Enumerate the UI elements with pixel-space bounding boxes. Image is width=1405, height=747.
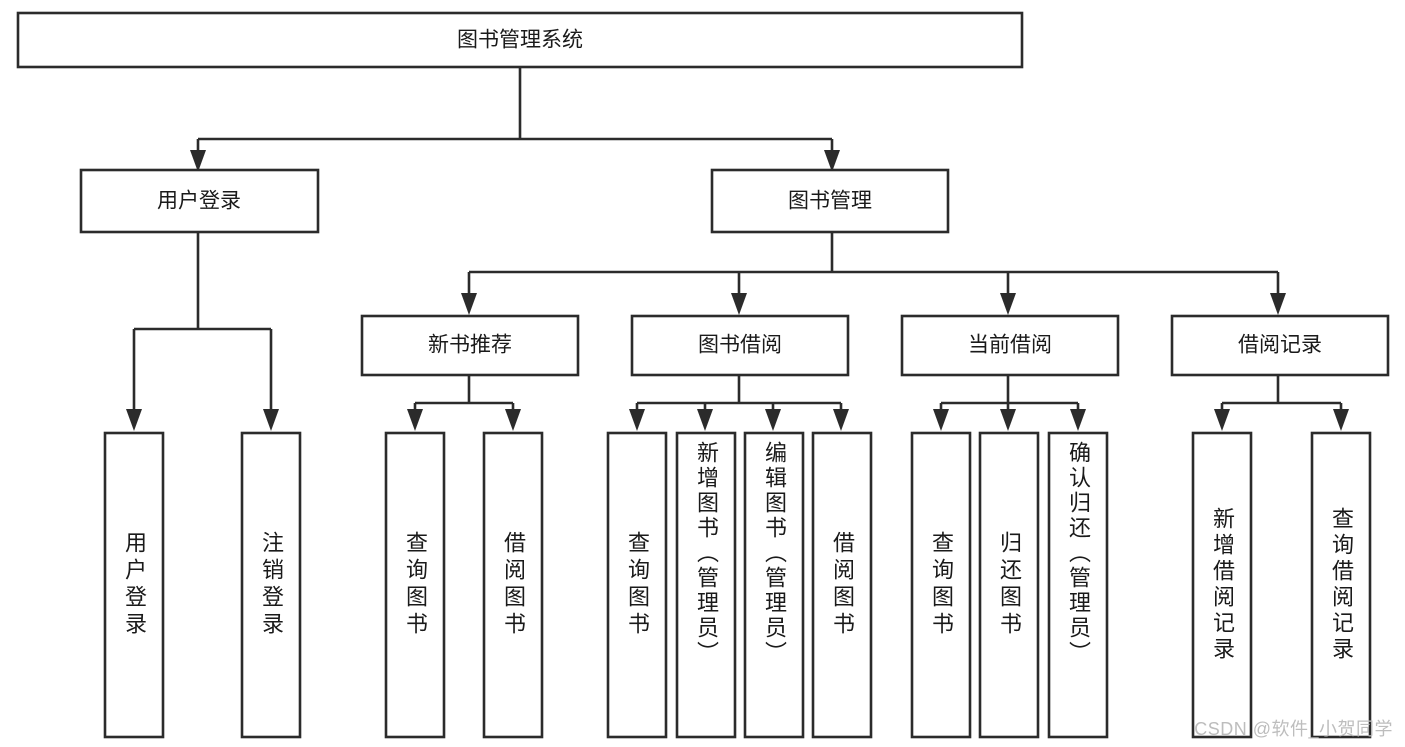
connector-borrowrecord-to-leaves [1214, 375, 1349, 431]
node-current-borrow[interactable]: 当前借阅 [900, 314, 1120, 377]
node-leaf-query-book-current[interactable] [910, 431, 972, 739]
node-leaf-add-book-admin[interactable] [675, 431, 737, 739]
node-leaf-user-login[interactable] [103, 431, 165, 739]
leaf-label-user-login: 用户登录 [122, 531, 147, 639]
node-root-system[interactable]: 图书管理系统 [16, 11, 1024, 69]
node-book-management[interactable]: 图书管理 [710, 168, 950, 234]
node-leaf-query-book-newbook[interactable] [384, 431, 446, 739]
node-leaf-borrow-book-newbook[interactable] [482, 431, 544, 739]
node-user-login[interactable]: 用户登录 [79, 168, 320, 234]
leaf-label-query-book-newbook: 查询图书 [403, 531, 428, 639]
node-new-book-recommend[interactable]: 新书推荐 [360, 314, 580, 377]
leaf-label-query-book-current: 查询图书 [929, 531, 954, 639]
node-new-book-recommend-label: 新书推荐 [428, 334, 512, 357]
leaf-label-add-book-admin: 新增图书（管理员） [694, 441, 719, 666]
leaf-label-logout: 注销登录 [259, 531, 284, 639]
node-book-borrow-label: 图书借阅 [698, 334, 782, 357]
node-root-label: 图书管理系统 [457, 29, 583, 52]
leaf-label-return-book: 归还图书 [997, 531, 1022, 639]
node-leaf-return-book[interactable] [978, 431, 1040, 739]
node-user-login-label: 用户登录 [157, 190, 241, 213]
node-leaf-confirm-return-admin[interactable] [1047, 431, 1109, 739]
node-leaf-edit-book-admin[interactable] [743, 431, 805, 739]
leaf-label-edit-book-admin: 编辑图书（管理员） [762, 441, 787, 666]
leaf-label-add-borrow-record: 新增借阅记录 [1210, 507, 1235, 663]
leaf-label-borrow-book-newbook: 借阅图书 [501, 531, 526, 639]
node-borrow-record[interactable]: 借阅记录 [1170, 314, 1390, 377]
node-leaf-borrow-book[interactable] [811, 431, 873, 739]
leaf-labels: 用户登录 注销登录 查询图书 借阅图书 查询图书 [122, 441, 1354, 666]
node-borrow-record-label: 借阅记录 [1238, 334, 1322, 357]
connector-currentborrow-to-leaves [933, 375, 1086, 431]
connector-bookborrow-to-leaves [629, 375, 849, 431]
leaf-label-borrow-book: 借阅图书 [830, 531, 855, 639]
connector-root-to-level2 [190, 67, 840, 172]
node-current-borrow-label: 当前借阅 [968, 334, 1052, 357]
leaf-label-confirm-return-admin: 确认归还（管理员） [1066, 441, 1091, 666]
connector-newbook-to-leaves [407, 375, 521, 431]
leaf-label-query-book-borrow: 查询图书 [625, 531, 650, 639]
node-leaf-add-borrow-record[interactable] [1191, 431, 1253, 739]
connector-userlogin-to-leaves [126, 232, 279, 431]
leaf-label-query-borrow-record: 查询借阅记录 [1329, 507, 1354, 663]
node-leaf-query-borrow-record[interactable] [1310, 431, 1372, 739]
node-leaf-logout[interactable] [240, 431, 302, 739]
node-book-borrow[interactable]: 图书借阅 [630, 314, 850, 377]
node-book-management-label: 图书管理 [788, 190, 872, 213]
node-leaf-query-book-borrow[interactable] [606, 431, 668, 739]
connector-bookmgmt-to-level3 [461, 232, 1286, 315]
